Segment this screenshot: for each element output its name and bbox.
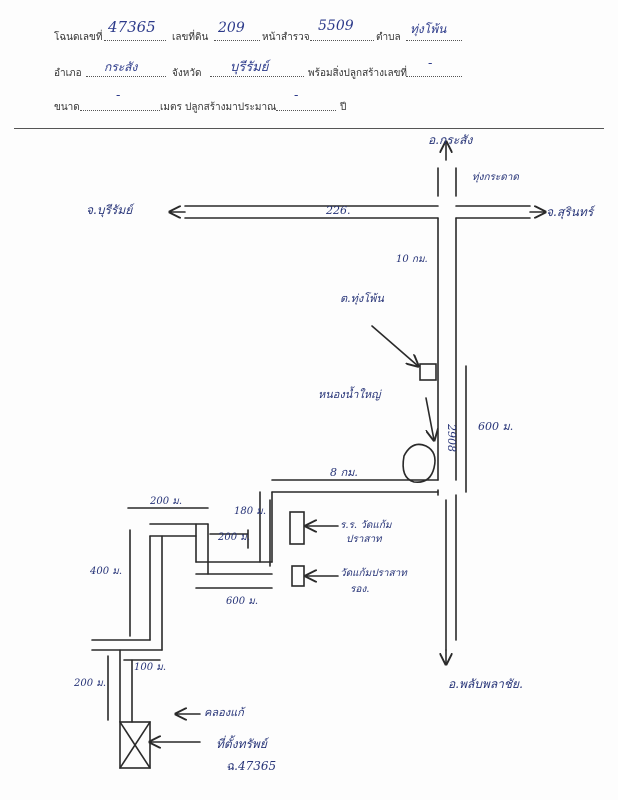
dist-10km: 10 กม. — [396, 254, 428, 265]
dim-200m-mid — [209, 529, 249, 549]
district-value: กระสัง — [104, 60, 138, 74]
road-north — [437, 167, 457, 197]
property-label: ที่ตั้งทรัพย์ — [216, 735, 270, 751]
dist-8km: 8 กม. — [330, 466, 358, 479]
years-line — [276, 110, 336, 111]
deed-form-header: โฉนดเลขที่ 47365 เลขที่ดิน 209 หน้าสำรวจ… — [0, 0, 618, 130]
province-label: จังหวัด — [172, 68, 202, 79]
province-line — [210, 76, 304, 77]
province-value: บุรีรัมย์ — [230, 60, 269, 75]
dist-180m: 180 ม. — [234, 506, 266, 517]
local-road-3 — [195, 523, 209, 575]
deed-no-value: 47365 — [108, 18, 156, 36]
size-value: - — [116, 88, 121, 103]
local-road-7 — [119, 649, 133, 723]
local-road-6 — [91, 639, 163, 651]
building-line — [406, 76, 462, 77]
dist-400m: 400 ม. — [89, 566, 122, 577]
pond-shape — [402, 443, 436, 484]
survey-page-value: 5509 — [318, 18, 354, 34]
landmark-pond: หนองน้ำใหญ่ — [318, 386, 382, 401]
survey-page-label: หน้าสำรวจ — [262, 32, 310, 43]
local-road-1 — [259, 491, 273, 563]
school-label: ร.ร. วัดแก้ม — [340, 519, 393, 531]
building-label: พร้อมสิ่งปลูกสร้างเลขที่ — [308, 68, 408, 79]
deed-no-label: โฉนดเลขที่ — [54, 32, 103, 43]
temple-box — [291, 565, 305, 587]
landmark-tungphon: ต.ทุ่งโพ้น — [340, 292, 384, 305]
deed-no-line — [104, 40, 166, 41]
canal-label: คลองแก้ — [204, 706, 246, 719]
subdistrict-value: ทุ่งโพ้น — [410, 22, 447, 36]
dist-200m-top: 200 ม. — [149, 496, 182, 507]
road-south — [437, 489, 457, 651]
temple-label-2: รอง. — [350, 584, 369, 595]
subdistrict-label: ตำบล — [376, 32, 401, 43]
subdistrict-line — [406, 40, 462, 41]
land-no-line — [214, 40, 260, 41]
land-no-value: 209 — [218, 20, 245, 36]
years-value: - — [294, 88, 299, 103]
dist-200m-mid: 200 ม. — [217, 532, 250, 543]
meter-label: เมตร ปลูกสร้างมาประมาณ — [160, 102, 277, 113]
land-no-label: เลขที่ดิน — [172, 32, 209, 43]
south-label: อ.พลับพลาชัย. — [448, 677, 523, 691]
junction-label: ทุ่งกระดาด — [472, 172, 519, 183]
size-line — [80, 110, 160, 111]
district-line — [86, 76, 166, 77]
landmark-box-tungphon — [419, 363, 437, 381]
east-label: จ.สุรินทร์ — [546, 205, 596, 220]
west-label: จ.บุรีรัมย์ — [86, 203, 135, 218]
local-road-5 — [149, 535, 163, 651]
school-box — [289, 511, 305, 545]
dist-200m-left: 200 ม. — [73, 678, 106, 689]
property-cross — [119, 721, 151, 769]
leader-tungphon — [371, 325, 418, 366]
building-value: - — [428, 56, 433, 71]
dist-100m: 100 ม. — [134, 662, 166, 673]
property-code: ฉ.47365 — [226, 759, 276, 773]
dist-600m-bottom: 600 ม. — [226, 596, 258, 607]
highway-226 — [184, 205, 531, 219]
year-label: ปี — [340, 102, 347, 113]
size-label: ขนาด — [54, 102, 80, 113]
survey-page-line — [310, 40, 374, 41]
temple-label: วัดแก้มปราสาท — [340, 567, 408, 579]
leader-pond — [425, 397, 434, 440]
north-label: อ.กระสัง — [428, 133, 474, 147]
highway-label: 226. — [325, 204, 351, 217]
district-label: อำเภอ — [54, 68, 82, 79]
local-road-4 — [149, 523, 209, 537]
school-label-2: ปราสาท — [346, 534, 383, 545]
road-2908-label: 2908 — [445, 423, 458, 452]
header-divider — [14, 128, 604, 129]
dist-600m-right: 600 ม. — [478, 420, 513, 433]
